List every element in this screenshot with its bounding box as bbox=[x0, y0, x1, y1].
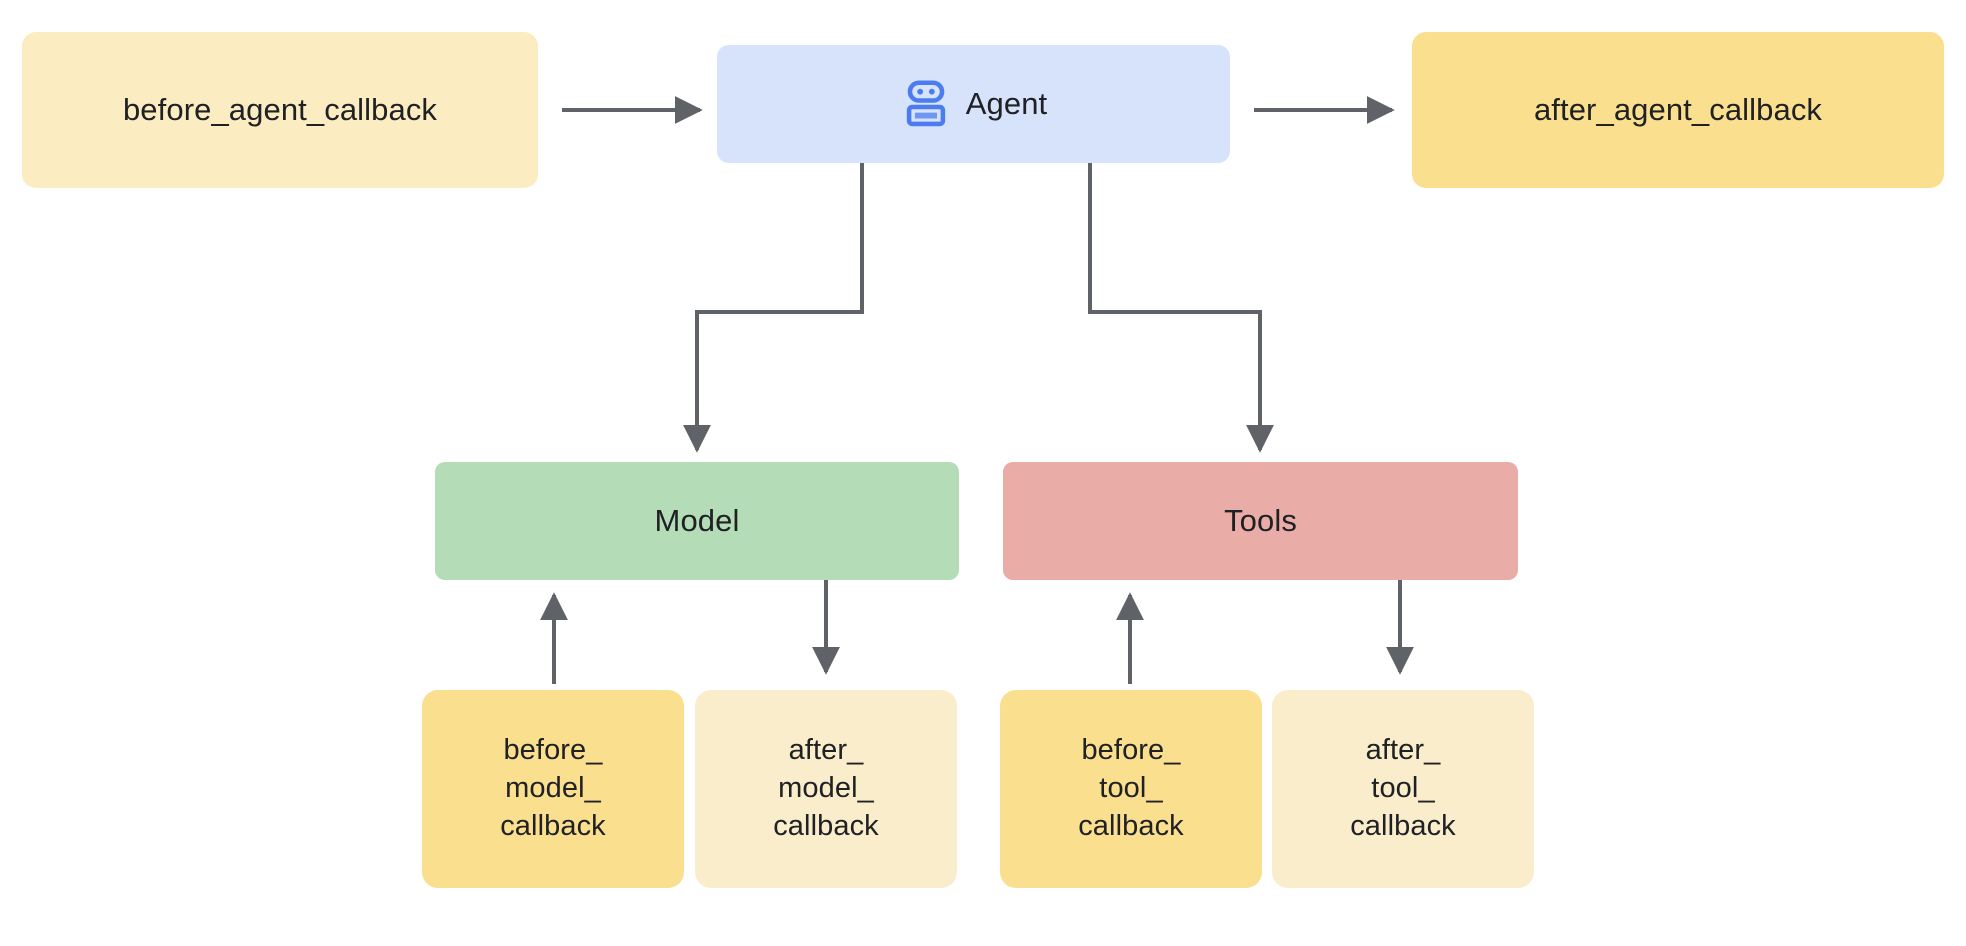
node-label: before_ model_ callback bbox=[500, 734, 606, 842]
node-after-agent-callback[interactable]: after_agent_callback bbox=[1412, 32, 1944, 188]
node-label: Tools bbox=[1224, 502, 1297, 538]
node-before-model-callback[interactable]: before_ model_ callback bbox=[422, 690, 684, 888]
edge-agent-to-model bbox=[683, 163, 864, 453]
node-after-model-callback[interactable]: after_ model_ callback bbox=[695, 690, 957, 888]
node-before-tool-callback[interactable]: before_ tool_ callback bbox=[1000, 690, 1262, 888]
node-tools[interactable]: Tools bbox=[1003, 462, 1518, 580]
edge-agent-to-tools bbox=[1088, 163, 1274, 453]
node-label: before_agent_callback bbox=[122, 91, 438, 127]
node-label: Agent bbox=[965, 85, 1048, 121]
node-model[interactable]: Model bbox=[435, 462, 959, 580]
node-label: before_ tool_ callback bbox=[1078, 734, 1184, 842]
node-after-tool-callback[interactable]: after_ tool_ callback bbox=[1272, 690, 1534, 888]
node-before-agent-callback[interactable]: before_agent_callback bbox=[22, 32, 538, 188]
robot-icon bbox=[900, 78, 952, 130]
node-label: after_ tool_ callback bbox=[1350, 734, 1456, 842]
node-label: after_ model_ callback bbox=[773, 734, 879, 842]
node-agent[interactable]: Agent bbox=[717, 45, 1230, 163]
node-label: after_agent_callback bbox=[1533, 91, 1823, 127]
node-label: Model bbox=[654, 502, 740, 538]
